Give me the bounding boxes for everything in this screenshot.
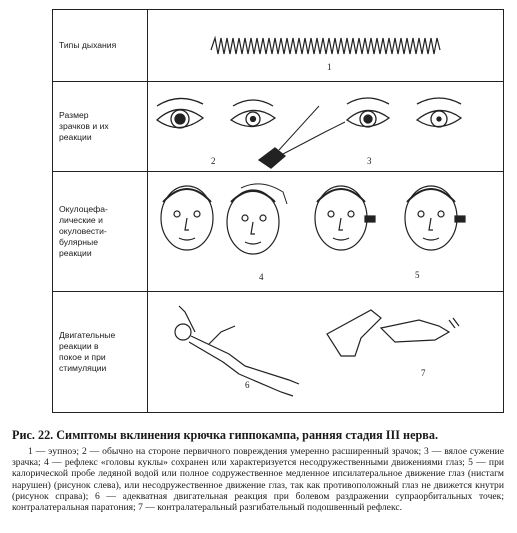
figure-number-6: 6 <box>245 380 250 390</box>
heads-illustration <box>160 183 466 255</box>
motor-illustration <box>174 305 460 397</box>
figure-number-3: 3 <box>367 156 372 166</box>
row-label: Типы дыхания <box>53 10 148 81</box>
figure-number-5: 5 <box>415 270 420 280</box>
figure-number-4: 4 <box>259 272 264 282</box>
figure-number-2: 2 <box>211 156 216 166</box>
pupil-eyes-illustration <box>155 97 463 169</box>
motor-drawing: 6 7 <box>149 292 503 412</box>
row-oculocephalic: Окулоцефа- лические и окуловести- булярн… <box>53 172 503 292</box>
figure-table: Типы дыхания 1 Размер зрачков и их реакц… <box>52 9 504 413</box>
oculocephalic-drawing: 4 5 <box>149 172 503 291</box>
pupils-drawing: 2 3 <box>149 82 503 171</box>
row-label: Окулоцефа- лические и окуловести- булярн… <box>53 172 148 291</box>
row-breathing: Типы дыхания 1 <box>53 10 503 82</box>
row-label: Размер зрачков и их реакции <box>53 82 148 171</box>
figure-number-1: 1 <box>327 62 332 72</box>
figure-caption: Рис. 22. Симптомы вклинения крючка гиппо… <box>12 428 438 442</box>
eupnea-waveform <box>210 35 441 55</box>
figure-number-7: 7 <box>421 368 426 378</box>
row-motor: Двигательные реакции в покое и при стиму… <box>53 292 503 412</box>
breathing-drawing: 1 <box>149 10 503 81</box>
row-label: Двигательные реакции в покое и при стиму… <box>53 292 148 412</box>
row-pupils: Размер зрачков и их реакции <box>53 82 503 172</box>
figure-legend: 1 — эупноэ; 2 — обычно на стороне первич… <box>12 446 504 514</box>
